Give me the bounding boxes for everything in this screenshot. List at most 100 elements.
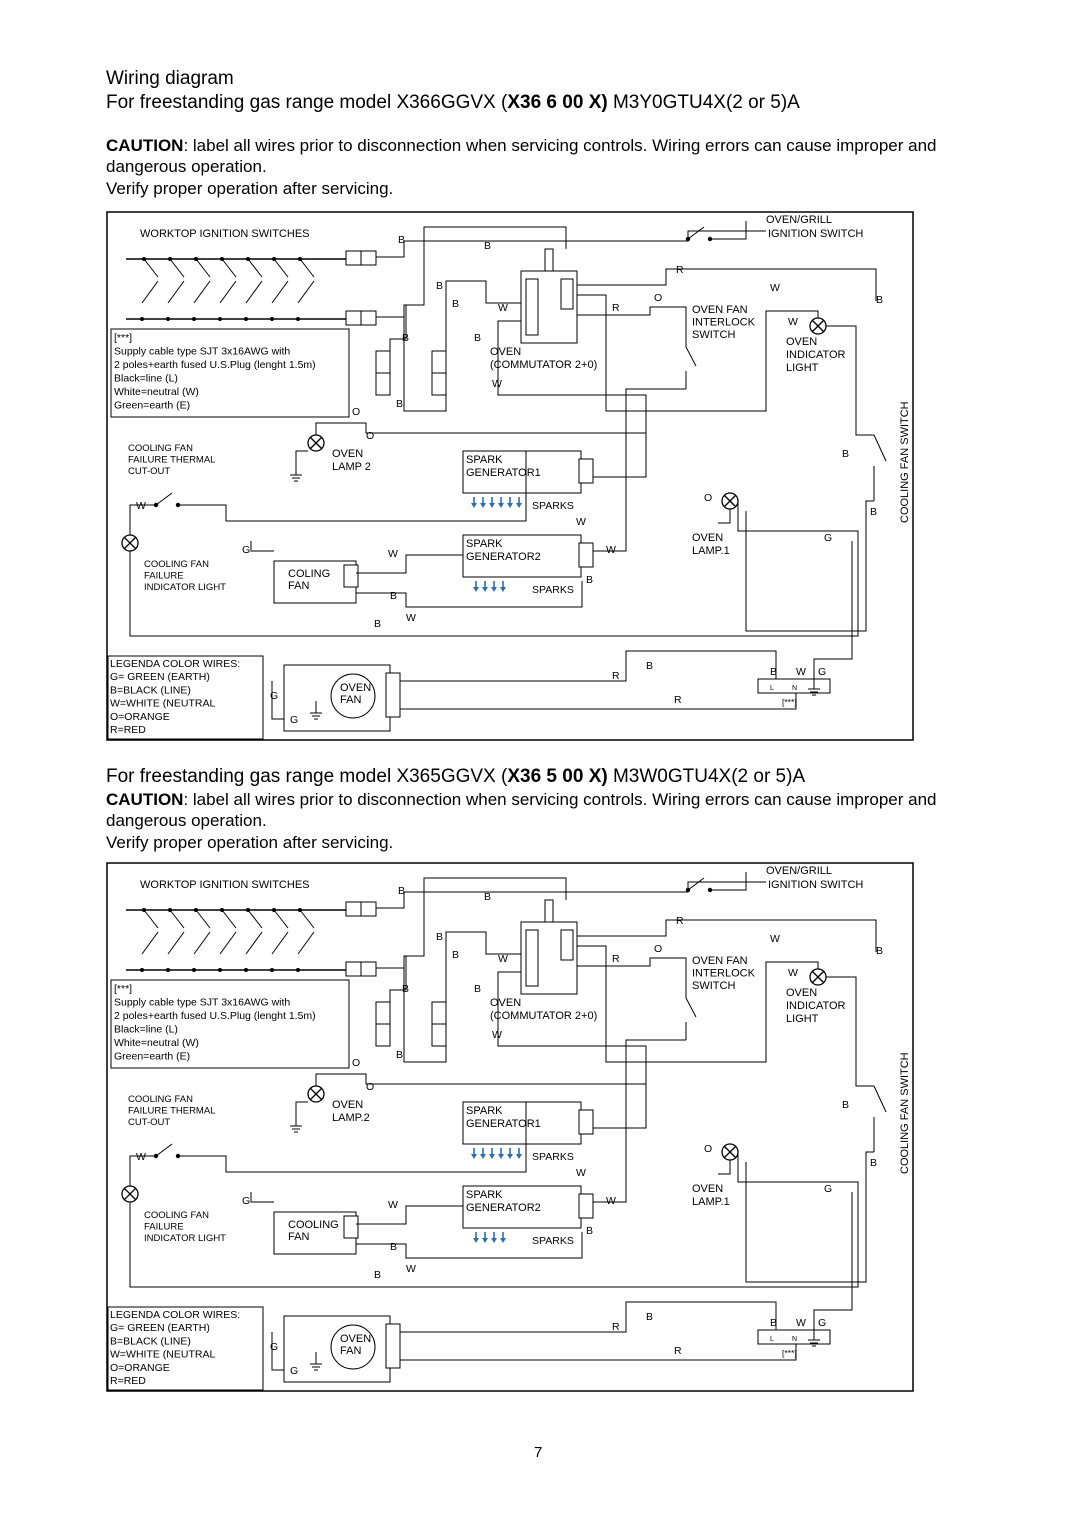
oven-fan-label-line: OVEN bbox=[340, 1333, 371, 1345]
thermal-cutout-switch bbox=[153, 492, 181, 508]
bus-node bbox=[168, 257, 172, 261]
lamp-cross bbox=[724, 1146, 736, 1158]
wire bbox=[400, 693, 797, 710]
wire-color-label: W bbox=[606, 1195, 616, 1207]
wire-color-label: W bbox=[406, 612, 416, 624]
supply-cable-line: Green=earth (E) bbox=[114, 1051, 190, 1063]
wire-color-label: W bbox=[492, 1029, 502, 1041]
wiring-schematic: WORKTOP IGNITION SWITCHESOVEN/GRILLIGNIT… bbox=[106, 211, 914, 741]
commutator-column bbox=[560, 929, 574, 961]
legend-line: G= GREEN (EARTH) bbox=[110, 1322, 210, 1334]
wire-color-label: R bbox=[676, 264, 684, 276]
interlock-switch bbox=[685, 346, 697, 367]
supply-box-frame bbox=[110, 328, 350, 418]
wire bbox=[389, 956, 407, 1002]
wire bbox=[497, 971, 647, 1129]
wire-color-label: B bbox=[474, 983, 481, 995]
wire-color-label: B bbox=[870, 1157, 877, 1169]
verify-note-2: Verify proper operation after servicing. bbox=[106, 833, 394, 852]
legend-line: B=BLACK (LINE) bbox=[110, 1335, 191, 1347]
wire-color-label: W bbox=[388, 548, 398, 560]
wire bbox=[813, 1192, 853, 1328]
wire-color-label: W bbox=[796, 666, 806, 678]
bus-node bbox=[194, 908, 198, 912]
bus-node bbox=[220, 908, 224, 912]
earth-symbol bbox=[290, 463, 302, 482]
wire-color-label: O bbox=[704, 1143, 712, 1155]
wire-color-label: B bbox=[770, 666, 777, 678]
wire bbox=[710, 221, 747, 240]
worktop-switch bbox=[247, 258, 263, 278]
wire-color-label: O bbox=[366, 430, 374, 442]
bus-node bbox=[270, 317, 274, 321]
wire-color-label: R bbox=[676, 915, 684, 927]
cooling-fan-label-line: FAN bbox=[288, 1231, 309, 1243]
bus-node bbox=[272, 908, 276, 912]
wire-color-label: B bbox=[396, 398, 403, 410]
terminal-ref: [***] bbox=[782, 697, 797, 707]
legend-line: G= GREEN (EARTH) bbox=[110, 671, 210, 683]
model-heading-1: For freestanding gas range model X366GGV… bbox=[106, 92, 800, 114]
supply-cable-line: Black=line (L) bbox=[114, 373, 178, 385]
wire-color-label: W bbox=[770, 282, 780, 294]
wire bbox=[250, 1192, 274, 1203]
worktop-switch bbox=[141, 280, 159, 304]
wiring-schematic: WORKTOP IGNITION SWITCHESOVEN/GRILLIGNIT… bbox=[106, 862, 914, 1392]
ignition-switch-label: IGNITION SWITCH bbox=[768, 879, 863, 891]
supply-cable-line: Green=earth (E) bbox=[114, 400, 190, 412]
wire-color-label: W bbox=[796, 1317, 806, 1329]
model-heading-2: For freestanding gas range model X365GGV… bbox=[106, 766, 805, 788]
earth-symbol bbox=[290, 1114, 302, 1133]
oven-lamp-1-label-line: LAMP.1 bbox=[692, 545, 730, 557]
legend-line: B=BLACK (LINE) bbox=[110, 684, 191, 696]
bus-node bbox=[192, 968, 196, 972]
bus-node bbox=[272, 257, 276, 261]
bus-node bbox=[298, 908, 302, 912]
wire bbox=[356, 1232, 583, 1259]
wire bbox=[593, 1039, 686, 1203]
wire-color-label: W bbox=[406, 1263, 416, 1275]
wire bbox=[577, 957, 687, 980]
supply-cable-line: 2 poles+earth fused U.S.Plug (lenght 1.5… bbox=[114, 359, 316, 371]
caution-text-1: : label all wires prior to disconnection… bbox=[106, 136, 937, 176]
spark-arrow-head bbox=[471, 1154, 477, 1159]
cooling-fan-label-line: COLING bbox=[288, 568, 330, 580]
wire bbox=[826, 976, 874, 1087]
wire bbox=[593, 388, 686, 552]
thermal-cutout-label-line: CUT-OUT bbox=[128, 1117, 170, 1128]
legend-line: LEGENDA COLOR WIRES: bbox=[110, 658, 240, 670]
worktop-switch bbox=[297, 280, 315, 304]
spark-generator-2-label-line: GENERATOR2 bbox=[466, 551, 541, 563]
earth-symbol bbox=[808, 1328, 820, 1347]
sparks-label-2: SPARKS bbox=[532, 1235, 574, 1247]
spark-arrow-head bbox=[491, 587, 497, 592]
wire bbox=[400, 1344, 797, 1361]
wire bbox=[497, 320, 647, 478]
wire bbox=[403, 317, 447, 412]
wire bbox=[826, 325, 874, 436]
worktop-switch bbox=[271, 280, 289, 304]
supply-box-frame bbox=[110, 979, 350, 1069]
wire-color-label: R bbox=[612, 953, 620, 965]
commutator-label-line: (COMMUTATOR 2+0) bbox=[490, 1010, 597, 1022]
bus-node bbox=[296, 968, 300, 972]
wire-color-label: W bbox=[576, 1167, 586, 1179]
supply-cable-line: Black=line (L) bbox=[114, 1024, 178, 1036]
bus-node bbox=[166, 317, 170, 321]
worktop-switch bbox=[273, 909, 289, 929]
wire-color-label: B bbox=[390, 1241, 397, 1253]
lamp-cross bbox=[310, 1088, 322, 1100]
spark-arrow-head bbox=[491, 1238, 497, 1243]
bus-node bbox=[166, 968, 170, 972]
wire-color-label: B bbox=[436, 280, 443, 292]
spark-arrow-head bbox=[489, 1154, 495, 1159]
wire bbox=[718, 509, 731, 524]
wire-color-label: G bbox=[824, 532, 832, 544]
wire-color-label: R bbox=[612, 670, 620, 682]
terminal-N: N bbox=[792, 1336, 797, 1343]
cooling-fan-switch bbox=[873, 434, 887, 462]
